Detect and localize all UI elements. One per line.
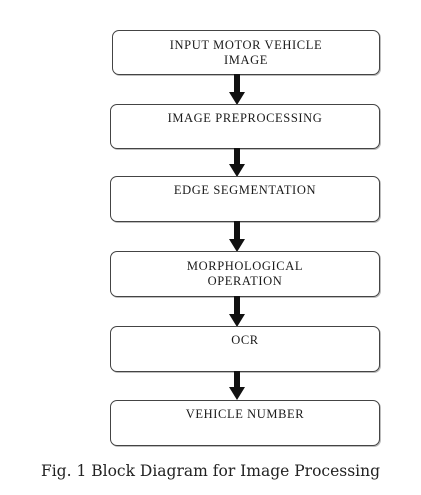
node-edge-segmentation: EDGE SEGMENTATION [110,176,380,222]
node-label-line: OCR [231,333,259,347]
node-label-line: EDGE SEGMENTATION [173,183,317,197]
flow-arrow-2 [229,148,245,177]
node-label-line: MORPHOLOGICAL [186,259,304,273]
node-input-motor-vehicle-image: INPUT MOTOR VEHICLE IMAGE [112,30,380,75]
node-ocr: OCR [110,326,380,372]
figure-caption: Fig. 1 Block Diagram for Image Processin… [40,462,381,480]
flow-arrow-3 [229,221,245,252]
node-label-line: IMAGE PREPROCESSING [167,111,323,125]
flow-arrow-1 [229,74,245,105]
node-label-line: OPERATION [207,274,283,288]
node-label-line: IMAGE [224,53,268,67]
node-label-line: INPUT MOTOR VEHICLE [169,38,323,52]
flow-arrow-5 [229,371,245,400]
node-vehicle-number: VEHICLE NUMBER [110,400,380,446]
node-image-preprocessing: IMAGE PREPROCESSING [110,104,380,149]
node-label-line: VEHICLE NUMBER [185,407,305,421]
flow-arrow-4 [229,296,245,327]
node-morphological-operation: MORPHOLOGICAL OPERATION [110,251,380,297]
